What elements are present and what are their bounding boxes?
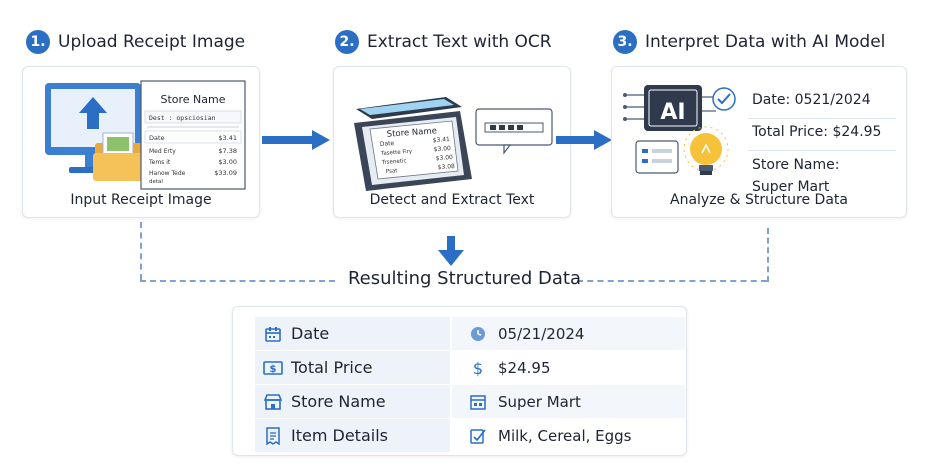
receipt1-field: Dest : opsciosian [149,114,216,122]
check-bubble-icon [712,87,736,111]
folder-icon [93,132,145,181]
ocr-caption: Detect and Extract Text [369,192,535,208]
ai-separator [748,150,896,151]
speech-bubble-icon [475,108,553,155]
ai-chip-icon [623,85,716,131]
table-row: $ Total Price $ $24.95 [255,351,685,384]
ai-illustration: AI [623,85,736,175]
dollar-icon: $ [468,358,488,378]
result-title: Resulting Structured Data [347,268,582,289]
receipt1-line-0-value: $3.41 [218,134,237,142]
table-value-cell: Super Mart [450,385,685,418]
upload-caption: Input Receipt Image [70,192,212,208]
dashed-connector-left [140,222,142,280]
ocr-illustration: Store Name Date $3.41 Tasette Firy $3.00… [354,97,553,191]
table-key-cell: Store Name [255,385,450,418]
step-1-label: Upload Receipt Image [58,32,246,52]
svg-text:$: $ [473,359,483,377]
step-1-title: 1. Upload Receipt Image [26,30,245,54]
down-arrow-icon [438,236,464,266]
table-value-date: 05/21/2024 [498,324,585,343]
receipt1-line-1-label: Med Erty [149,148,176,155]
table-row: Date 05/21/2024 [255,317,685,350]
receipt1-line-2-label: Tems it [148,159,171,166]
table-row: Store Name Super Mart [255,385,685,418]
ai-store-value: Super Mart [752,179,830,195]
receipt2-line-0-value: $3.41 [433,136,451,144]
ai-date-line: Date: 0521/2024 [752,92,871,108]
ai-badge: AI [660,100,685,125]
receipt2-line-0-label: Date [380,140,395,148]
receipt1-store: Store Name [160,93,225,106]
table-value-cell: Milk, Cereal, Eggs [450,419,685,452]
table-key-store: Store Name [291,392,386,411]
calendar-icon [263,324,283,344]
step-1-number: 1. [26,30,50,54]
receipt2-line-3-label: Psat [386,168,399,175]
clock-icon [468,324,488,344]
money-icon: $ [263,358,283,378]
ai-caption: Analyze & Structure Data [670,192,848,208]
receipt1-line-0-label: Date [149,134,165,142]
receipt-list-icon [263,426,283,446]
table-key-cell: Date [255,317,450,350]
table-key-cell: $ Total Price [255,351,450,384]
table-row: Item Details Milk, Cereal, Eggs [255,419,685,452]
table-key-items: Item Details [291,426,388,445]
table-key-total: Total Price [291,358,373,377]
store-building-icon [468,392,488,412]
receipt2-line-2-value: $3.00 [436,154,454,162]
ai-separator [748,118,896,119]
storefront-icon [263,392,283,412]
receipt1-line-3-label: Hanow Tede [149,170,186,177]
table-value-cell: 05/21/2024 [450,317,685,350]
svg-text:$: $ [270,364,277,375]
step-2-title: 2. Extract Text with OCR [335,30,552,54]
table-key-date: Date [291,324,330,343]
receipt2-line-1-label: Tasette Firy [380,149,413,157]
result-table: Date 05/21/2024 $ Total Price $ $24.95 [232,306,687,456]
receipt2-store: Store Name [386,126,437,139]
table-key-cell: Item Details [255,419,450,452]
lightbulb-icon [683,126,729,175]
table-value-items: Milk, Cereal, Eggs [498,426,632,445]
step-3-title: 3. Interpret Data with AI Model [613,30,885,54]
dashed-connector-right [767,228,769,282]
right-arrow-icon [262,130,330,150]
step-2-label: Extract Text with OCR [367,32,552,52]
ai-total-line: Total Price: $24.95 [752,124,882,140]
receipt2-line-3-value: $3.08 [438,163,456,171]
dashed-connector-left [140,280,335,282]
step-3-label: Interpret Data with AI Model [645,32,886,52]
ai-store-label: Store Name: [752,157,840,173]
receipt1-line-2-value: $3.00 [218,158,237,166]
scanned-receipt-icon [369,120,459,180]
upload-illustration: Store Name Dest : opsciosian Date $3.41 … [45,80,246,190]
step-3-number: 3. [613,30,637,54]
step-2-number: 2. [335,30,359,54]
table-value-total: $24.95 [498,358,551,377]
ocr-panel: Store Name Date $3.41 Tasette Firy $3.00… [333,66,571,218]
dashed-connector-right [577,280,767,282]
right-arrow-icon [556,130,612,150]
receipt2-line-2-label: Trsenetic [381,158,407,166]
upload-panel: Store Name Dest : opsciosian Date $3.41 … [22,66,260,218]
receipt2-line-1-value: $3.00 [434,145,452,153]
table-value-store: Super Mart [498,392,581,411]
receipt1-line-3-value: $33.09 [214,169,237,177]
edit-check-icon [468,426,488,446]
data-card-icon [635,140,679,174]
receipt1-line-1-value: $7.38 [218,147,237,155]
table-value-cell: $ $24.95 [450,351,685,384]
receipt1-subnote: detal [149,179,163,185]
ai-panel: AI Analyze & Structure Data [611,66,907,218]
